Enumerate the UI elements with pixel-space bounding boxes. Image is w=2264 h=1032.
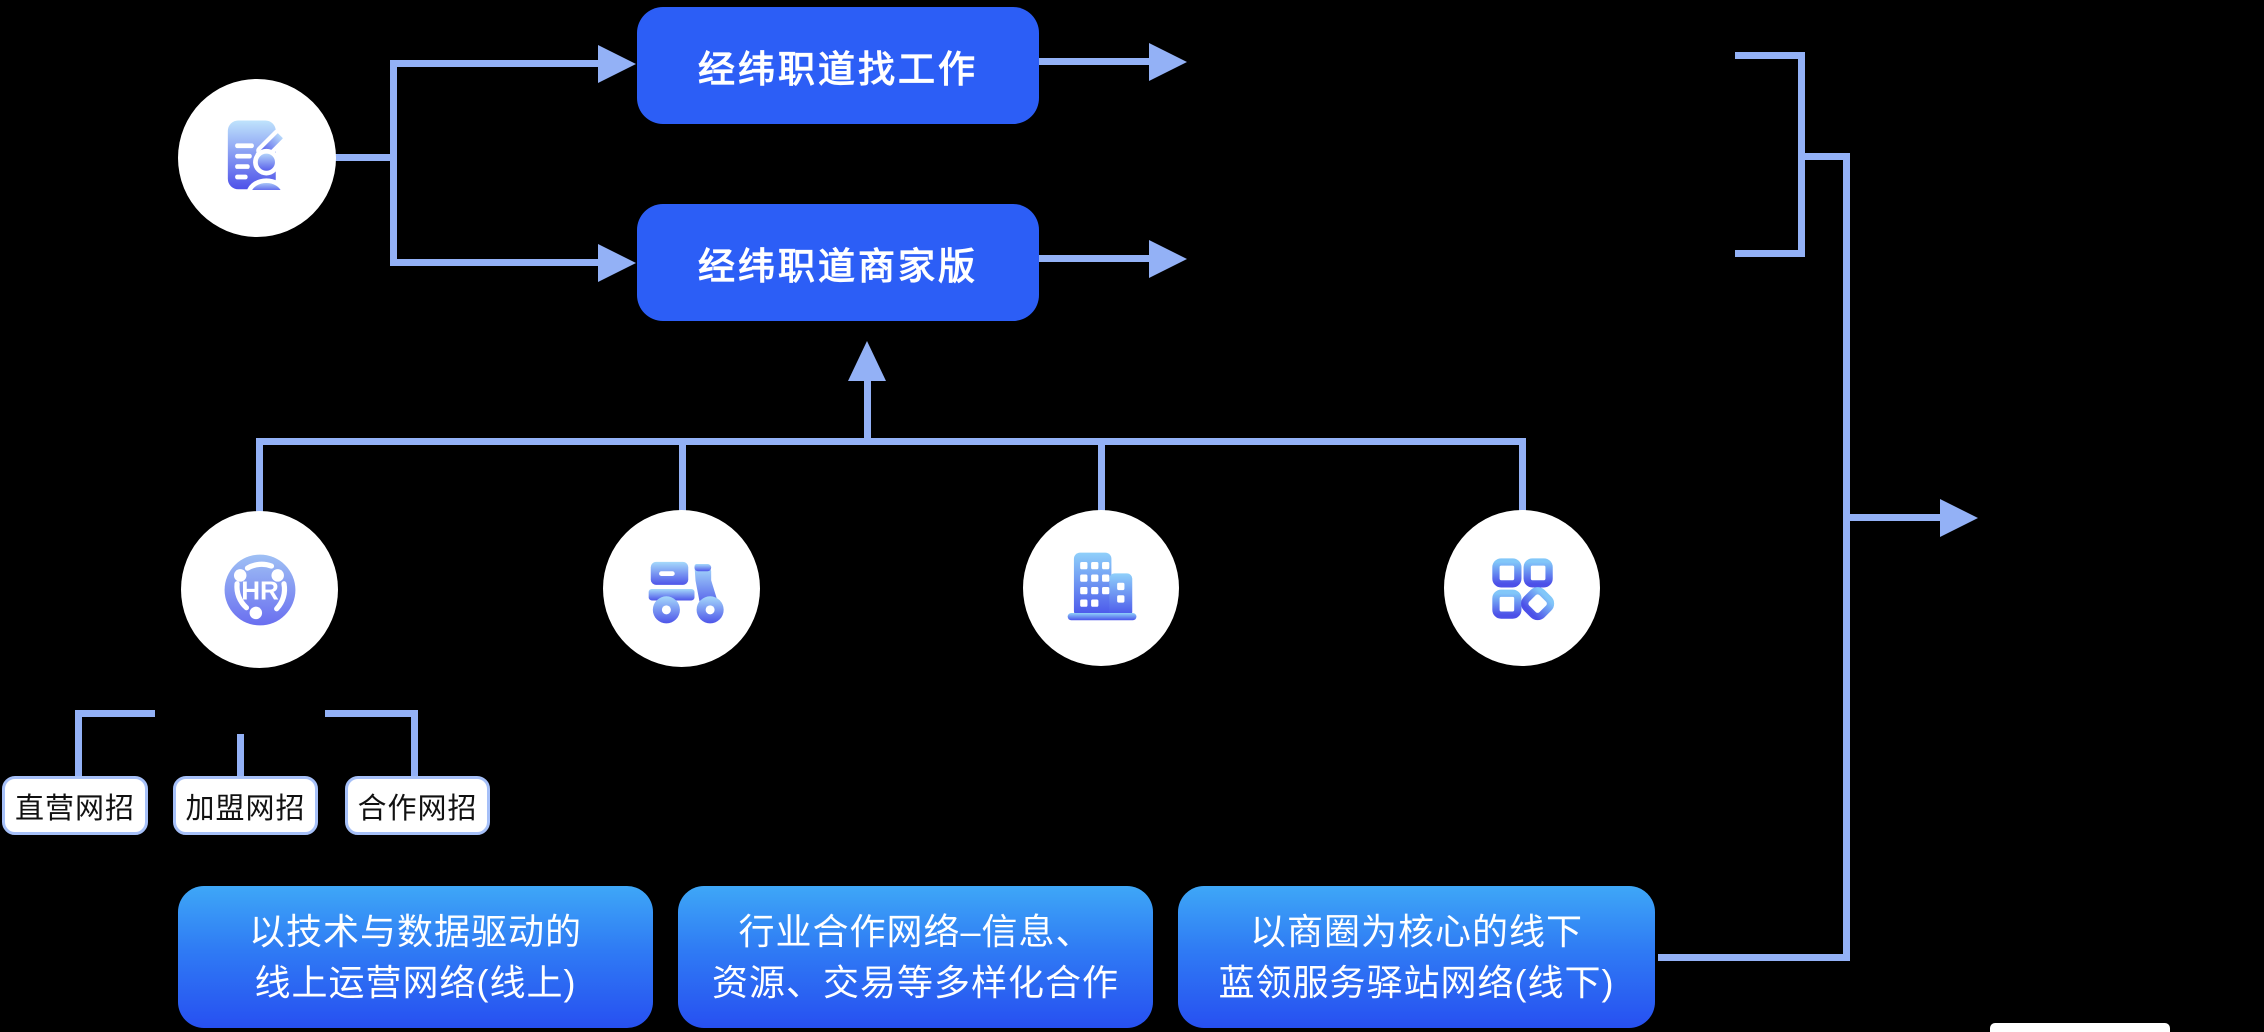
bracket-line (411, 710, 418, 778)
hr-network-icon: HR (224, 554, 295, 625)
connector-line (397, 60, 600, 67)
network-box-industry: 行业合作网络–信息、 资源、交易等多样化合作 (678, 886, 1153, 1028)
bracket-line (1658, 954, 1850, 961)
network-box-offline: 以商圈为核心的线下 蓝领服务驿站网络(线下) (1178, 886, 1655, 1028)
company-icon-circle (1023, 510, 1179, 666)
connector-arrowhead (848, 341, 886, 381)
bracket-line (1843, 153, 1850, 961)
connector-line (330, 154, 394, 161)
network-box-line1: 以商圈为核心的线下 (1249, 911, 1583, 952)
delivery-scooter-icon (648, 561, 724, 623)
job-seeker-app-button[interactable]: 经纬职道找工作 (637, 7, 1039, 124)
recruit-box-franchise: 加盟网招 (173, 776, 318, 835)
bracket-line (1798, 52, 1805, 257)
bracket-line (237, 734, 244, 778)
connector-line (864, 378, 871, 445)
connector-line (679, 445, 686, 513)
connector-line (397, 259, 600, 266)
bracket-line (325, 710, 418, 717)
connector-arrowhead (598, 45, 636, 83)
services-icon-circle (1444, 510, 1600, 666)
connector-line (1039, 255, 1151, 262)
recruit-box-direct: 直营网招 (2, 776, 148, 835)
network-box-online: 以技术与数据驱动的 线上运营网络(线上) (178, 886, 653, 1028)
network-box-line2: 资源、交易等多样化合作 (711, 962, 1119, 1003)
network-box-line2: 蓝领服务驿站网络(线下) (1218, 962, 1615, 1003)
connector-line (1039, 58, 1151, 65)
cropped-white-box (1990, 1023, 2170, 1032)
bracket-line (1735, 52, 1805, 59)
source-icon-circle (178, 79, 336, 237)
connector-line (1098, 445, 1105, 513)
app-grid-icon (1492, 558, 1555, 621)
connector-arrowhead (1940, 499, 1978, 537)
connector-arrowhead (1149, 240, 1187, 278)
office-building-icon (1067, 552, 1137, 621)
connector-arrowhead (1149, 43, 1187, 81)
bracket-line (75, 710, 155, 717)
connector-line (256, 445, 263, 513)
recruit-box-cooperation: 合作网招 (345, 776, 490, 835)
bracket-line (1735, 250, 1805, 257)
network-box-line1: 以技术与数据驱动的 (248, 911, 582, 952)
network-box-line1: 行业合作网络–信息、 (738, 911, 1093, 952)
delivery-icon-circle (603, 510, 760, 667)
bracket-line (1805, 153, 1850, 160)
merchant-app-button[interactable]: 经纬职道商家版 (637, 204, 1039, 321)
network-box-line2: 线上运营网络(线上) (254, 962, 577, 1003)
resume-document-icon (227, 120, 287, 195)
bracket-line (75, 710, 82, 778)
connector-line (1519, 445, 1526, 513)
connector-line (256, 438, 1526, 445)
connector-line (390, 60, 397, 266)
hr-icon-label: HR (241, 575, 279, 605)
bracket-line (1850, 514, 1942, 521)
hr-icon-circle: HR (181, 511, 338, 668)
connector-arrowhead (598, 244, 636, 282)
